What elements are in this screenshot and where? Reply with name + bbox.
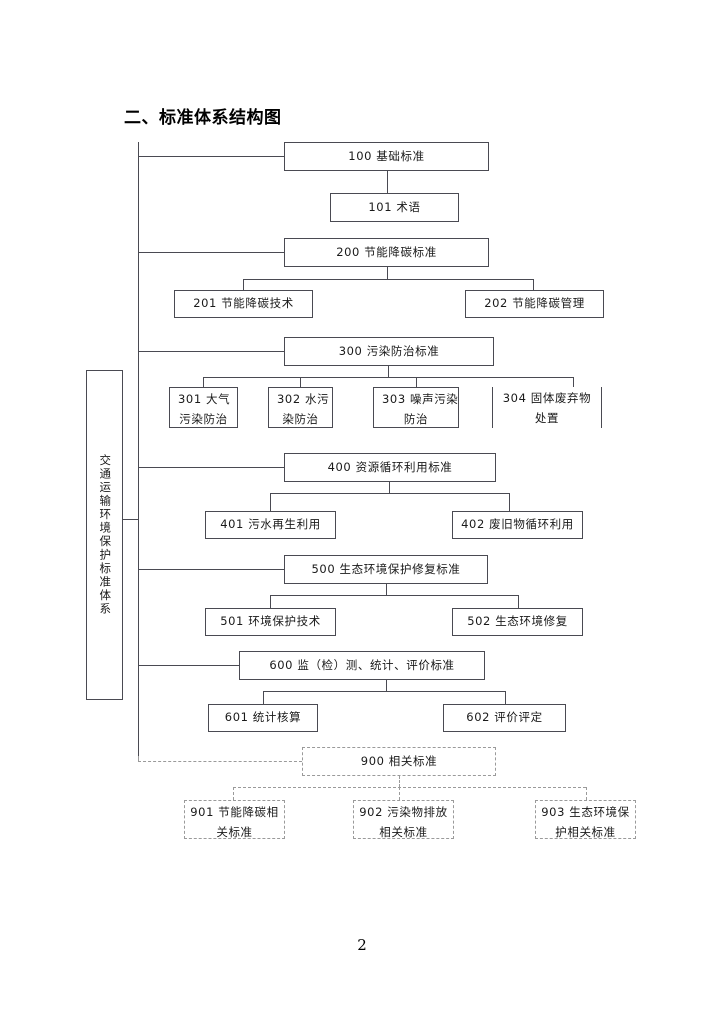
node-303-line1: 303 噪声污染 (382, 392, 459, 406)
connector-400-402 (509, 493, 510, 511)
system-label-connector (123, 519, 139, 520)
connector-900-901 (233, 787, 234, 800)
connector-500-502 (518, 595, 519, 608)
node-100[interactable]: 100 基础标准 (284, 142, 489, 171)
page-title: 二、标准体系结构图 (124, 108, 282, 128)
node-502[interactable]: 502 生态环境修复 (452, 608, 583, 636)
connector-trunk-300 (138, 351, 285, 352)
connector-trunk-500 (138, 569, 285, 570)
connector-300-301 (203, 377, 204, 387)
node-900[interactable]: 900 相关标准 (302, 747, 496, 776)
connector-900-down (399, 776, 400, 787)
node-401[interactable]: 401 污水再生利用 (205, 511, 336, 539)
node-201[interactable]: 201 节能降碳技术 (174, 290, 313, 318)
node-902[interactable]: 902 污染物排放 相关标准 (353, 800, 454, 839)
connector-500-501 (270, 595, 271, 608)
connector-200-down (387, 267, 388, 279)
connector-trunk-100 (138, 156, 285, 157)
node-903[interactable]: 903 生态环境保 护相关标准 (535, 800, 636, 839)
node-303-line2: 防治 (403, 411, 429, 426)
node-304[interactable]: 304 固体废弃物 处置 (492, 387, 602, 428)
node-602[interactable]: 602 评价评定 (443, 704, 566, 732)
connector-500-bus (270, 595, 518, 596)
connector-200-201 (243, 279, 244, 290)
connector-400-bus (270, 493, 509, 494)
connector-trunk-200 (138, 252, 285, 253)
node-400[interactable]: 400 资源循环利用标准 (284, 453, 496, 482)
trunk-line-dashed (138, 756, 139, 761)
connector-600-602 (505, 691, 506, 704)
connector-600-601 (263, 691, 264, 704)
connector-300-bus (203, 377, 573, 378)
system-label-text: 交通运输环境保护标准体系 (98, 454, 113, 616)
node-200[interactable]: 200 节能降碳标准 (284, 238, 489, 267)
connector-300-down (388, 366, 389, 377)
connector-500-down (386, 584, 387, 595)
connector-900-902 (399, 787, 400, 800)
node-302[interactable]: 302 水污 染防治 (268, 387, 333, 428)
node-500[interactable]: 500 生态环境保护修复标准 (284, 555, 488, 584)
node-303[interactable]: 303 噪声污染 防治 (373, 387, 459, 428)
connector-600-bus (263, 691, 505, 692)
node-300[interactable]: 300 污染防治标准 (284, 337, 494, 366)
node-903-line1: 903 生态环境保 (541, 805, 630, 819)
node-304-line1: 304 固体废弃物 (502, 391, 592, 405)
connector-trunk-600 (138, 665, 240, 666)
connector-trunk-900 (138, 761, 302, 762)
node-402[interactable]: 402 废旧物循环利用 (452, 511, 583, 539)
connector-300-304 (573, 377, 574, 387)
connector-trunk-400 (138, 467, 285, 468)
page-number: 2 (357, 936, 367, 954)
node-901-line2: 关标准 (216, 824, 253, 839)
connector-300-303 (416, 377, 417, 387)
system-label-box: 交通运输环境保护标准体系 (86, 370, 123, 700)
node-901-line1: 901 节能降碳相 (190, 805, 279, 819)
node-600[interactable]: 600 监（检）测、统计、评价标准 (239, 651, 485, 680)
connector-900-bus (233, 787, 586, 788)
node-101[interactable]: 101 术语 (330, 193, 459, 222)
connector-600-down (386, 680, 387, 691)
node-903-line2: 护相关标准 (555, 824, 616, 839)
node-302-line2: 染防治 (282, 411, 319, 426)
connector-400-401 (270, 493, 271, 511)
node-902-line2: 相关标准 (379, 824, 428, 839)
connector-200-bus (243, 279, 534, 280)
connector-300-302 (300, 377, 301, 387)
node-302-line1: 302 水污 (277, 392, 330, 406)
node-202[interactable]: 202 节能降碳管理 (465, 290, 604, 318)
node-501[interactable]: 501 环境保护技术 (205, 608, 336, 636)
connector-900-903 (586, 787, 587, 800)
node-601[interactable]: 601 统计核算 (208, 704, 318, 732)
node-304-line2: 处置 (534, 410, 560, 425)
connector-400-down (389, 482, 390, 493)
node-301[interactable]: 301 大气 污染防治 (169, 387, 238, 428)
node-301-line1: 301 大气 (178, 392, 231, 406)
node-902-line1: 902 污染物排放 (359, 805, 448, 819)
connector-200-202 (533, 279, 534, 290)
node-301-line2: 污染防治 (179, 411, 228, 426)
connector-100-101 (387, 171, 388, 193)
node-901[interactable]: 901 节能降碳相 关标准 (184, 800, 285, 839)
trunk-line-main (138, 142, 140, 756)
